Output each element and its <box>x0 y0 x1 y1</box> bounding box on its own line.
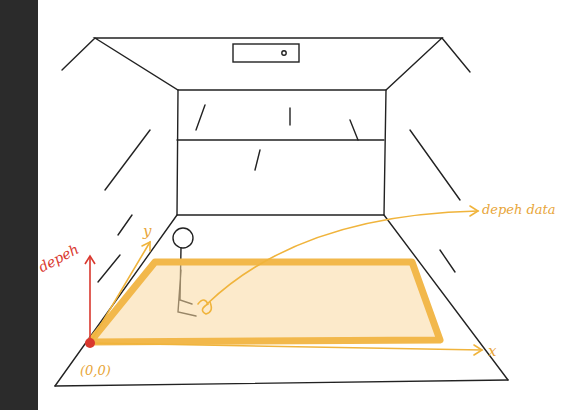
origin-label: (0,0) <box>80 364 111 377</box>
canvas <box>38 0 584 410</box>
room-lines <box>55 38 508 386</box>
axes <box>90 206 482 355</box>
axis-label: y <box>143 224 151 239</box>
depth-axis <box>85 256 95 348</box>
axis-label: x <box>488 344 496 359</box>
depth-area <box>90 262 440 342</box>
callout-label: depeh data <box>482 203 556 216</box>
